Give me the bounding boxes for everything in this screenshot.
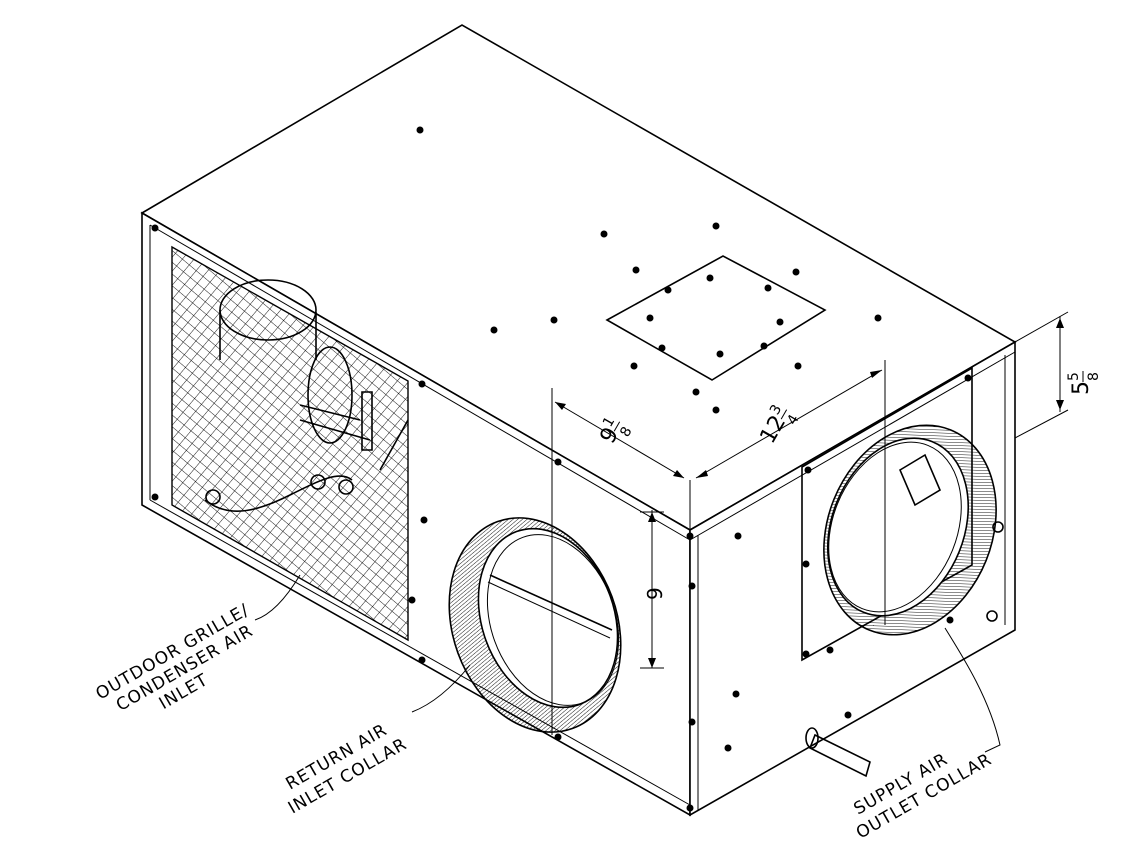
- screw-dots: [151, 126, 972, 812]
- compressor-outline: [204, 279, 409, 512]
- dim-offset: 5 5 8: [1066, 371, 1102, 395]
- top-access-plate: [605, 255, 827, 381]
- screw-dot: [600, 230, 608, 238]
- screw-dot: [760, 342, 768, 350]
- screw-dot: [416, 126, 424, 134]
- screw-dot: [420, 516, 428, 524]
- supply-air-label: SUPPLY AIR OUTLET COLLAR: [851, 749, 996, 843]
- leader-lines: [254, 574, 1001, 753]
- screw-dot: [874, 314, 882, 322]
- screw-dot: [151, 224, 159, 232]
- screw-dot: [418, 656, 426, 664]
- dimension-lines: [551, 311, 1069, 735]
- screw-dot: [664, 286, 672, 294]
- screw-dot: [946, 616, 954, 624]
- screw-dot: [630, 362, 638, 370]
- screw-dot: [686, 532, 694, 540]
- outdoor-grille-label: OUTDOOR GRILLE/ CONDENSER AIR INLET: [93, 600, 257, 715]
- screw-dot: [826, 646, 834, 654]
- svg-text:9: 9: [643, 587, 667, 600]
- screw-dot: [716, 350, 724, 358]
- outdoor-grille: [171, 245, 409, 642]
- screw-dot: [712, 222, 720, 230]
- return-air-label: RETURN AIR INLET COLLAR: [283, 720, 411, 818]
- svg-text:5: 5: [1069, 381, 1094, 395]
- screw-dot: [554, 458, 562, 466]
- dim-height: 9: [643, 587, 667, 600]
- screw-dot: [844, 711, 852, 719]
- supply-air-collar: [823, 424, 1004, 636]
- screw-dot: [151, 493, 159, 501]
- screw-dot: [724, 744, 732, 752]
- svg-text:8: 8: [1086, 372, 1102, 381]
- screw-dot: [804, 466, 812, 474]
- screw-dot: [712, 406, 720, 414]
- screw-dot: [686, 804, 694, 812]
- return-air-collar: [448, 517, 622, 733]
- screw-dot: [646, 314, 654, 322]
- screw-dot: [734, 532, 742, 540]
- screw-dot: [490, 326, 498, 334]
- drain-fitting: [805, 610, 998, 778]
- screw-dot: [550, 316, 558, 324]
- screw-dot: [632, 266, 640, 274]
- screw-dot: [776, 318, 784, 326]
- screw-dot: [802, 650, 810, 658]
- screw-dot: [792, 268, 800, 276]
- screw-dot: [418, 380, 426, 388]
- screw-dot: [554, 733, 562, 741]
- screw-dot: [706, 274, 714, 282]
- screw-dot: [688, 718, 696, 726]
- screw-dot: [658, 344, 666, 352]
- screw-dot: [964, 374, 972, 382]
- screw-dot: [764, 284, 772, 292]
- screw-dot: [794, 362, 802, 370]
- svg-text:5: 5: [1066, 372, 1082, 381]
- screw-dot: [688, 582, 696, 590]
- screw-dot: [408, 596, 416, 604]
- screw-dot: [692, 388, 700, 396]
- screw-dot: [732, 690, 740, 698]
- screw-dot: [802, 560, 810, 568]
